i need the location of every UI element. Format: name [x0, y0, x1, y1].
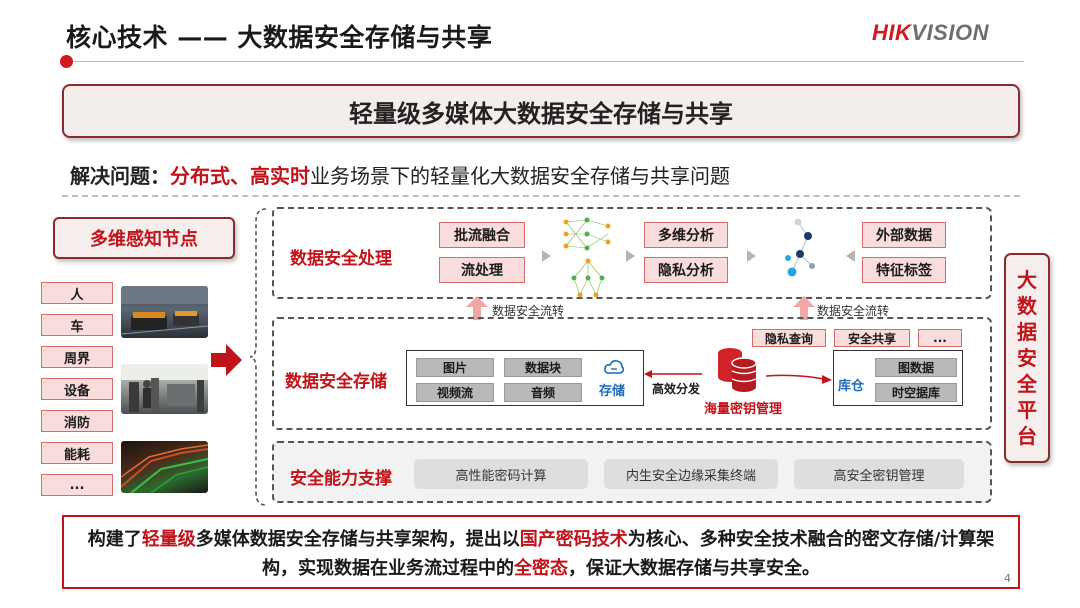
- distribute-label: 高效分发: [652, 382, 701, 396]
- edge-terminal-box: 内生安全边缘采集终端: [604, 459, 778, 489]
- sensing-item: ...: [41, 474, 113, 496]
- neural-network-icon: [563, 217, 611, 251]
- sensing-item: 能耗: [41, 442, 113, 464]
- key-management-label: 海量密钥管理: [704, 402, 783, 417]
- privacy-query-box: 隐私查询: [752, 329, 826, 347]
- warehouse-robot-photo: [121, 286, 208, 338]
- support-label: 安全能力支撑: [290, 469, 392, 489]
- header-divider: [66, 61, 1024, 62]
- right-arrow-icon: [542, 250, 551, 262]
- problem-highlight: 分布式、高实时: [170, 164, 310, 188]
- dashed-brace: [249, 208, 267, 506]
- page-title: 核心技术 —— 大数据安全存储与共享: [66, 23, 493, 52]
- storage-label: 数据安全存储: [285, 372, 387, 392]
- audio-box: 音频: [504, 383, 582, 402]
- topic-banner: 轻量级多媒体大数据安全存储与共享: [62, 84, 1020, 138]
- more-box: ...: [918, 329, 962, 347]
- database-icon: [718, 348, 757, 392]
- warehouse-label: 库仓: [838, 379, 865, 394]
- right-arrow-icon: [626, 250, 635, 262]
- cloud-icon: [604, 360, 624, 374]
- tunnel-photo: [121, 441, 208, 493]
- platform-side-label: 大 数 据 安 全 平 台: [1004, 253, 1050, 463]
- store-label: 存储: [599, 384, 626, 399]
- up-arrow-icon: [466, 296, 488, 320]
- image-box: 图片: [416, 358, 494, 377]
- storage-panel: [272, 317, 992, 430]
- video-stream-box: 视频流: [416, 383, 494, 402]
- sensing-item: 周界: [41, 346, 113, 368]
- up-arrow-icon: [793, 296, 815, 320]
- distribute-arrow-icon: [644, 370, 702, 378]
- key-mgmt-box: 高安全密钥管理: [794, 459, 964, 489]
- processing-label: 数据安全处理: [290, 249, 392, 269]
- problem-statement: 解决问题：分布式、高实时业务场景下的轻量化大数据安全存储与共享问题: [70, 160, 730, 189]
- problem-suffix: 业务场景下的轻量化大数据安全存储与共享问题: [310, 164, 730, 188]
- hikvision-logo: HIKVISION: [872, 20, 989, 45]
- neural-network-icon: [571, 258, 605, 298]
- right-arrow-icon: [747, 250, 756, 262]
- gate-photo: [121, 364, 208, 414]
- problem-prefix: 解决问题：: [70, 164, 170, 188]
- dashed-divider: [62, 195, 1020, 197]
- data-block-box: 数据块: [504, 358, 582, 377]
- sensing-item: 人: [41, 282, 113, 304]
- batch-stream-fusion-box: 批流融合: [439, 222, 525, 248]
- big-right-arrow-icon: [211, 344, 242, 376]
- left-arrow-icon: [846, 250, 855, 262]
- page-number: 4: [1004, 572, 1011, 585]
- sensing-nodes-title: 多维感知节点: [53, 217, 235, 259]
- stream-processing-box: 流处理: [439, 257, 525, 283]
- warehouse-arrow-icon: [766, 374, 832, 384]
- graph-data-box: 图数据: [875, 358, 957, 377]
- spatiotemporal-db-box: 时空据库: [875, 383, 957, 402]
- sensing-item: 车: [41, 314, 113, 336]
- sensing-item: 设备: [41, 378, 113, 400]
- external-data-box: 外部数据: [862, 222, 946, 248]
- feature-tag-box: 特征标签: [862, 257, 946, 283]
- secure-share-box: 安全共享: [834, 329, 910, 347]
- privacy-analysis-box: 隐私分析: [644, 257, 728, 283]
- multi-dim-analysis-box: 多维分析: [644, 222, 728, 248]
- crypto-compute-box: 高性能密码计算: [414, 459, 588, 489]
- sensing-item: 消防: [41, 410, 113, 432]
- flow-label-right: 数据安全流转: [817, 304, 890, 318]
- graph-nodes-icon: [785, 218, 815, 277]
- flow-label-left: 数据安全流转: [492, 304, 565, 318]
- processing-panel: [272, 207, 992, 299]
- red-dot-icon: [60, 55, 73, 68]
- summary-box: 构建了轻量级多媒体数据安全存储与共享架构，提出以国产密码技术为核心、多种安全技术…: [62, 515, 1020, 589]
